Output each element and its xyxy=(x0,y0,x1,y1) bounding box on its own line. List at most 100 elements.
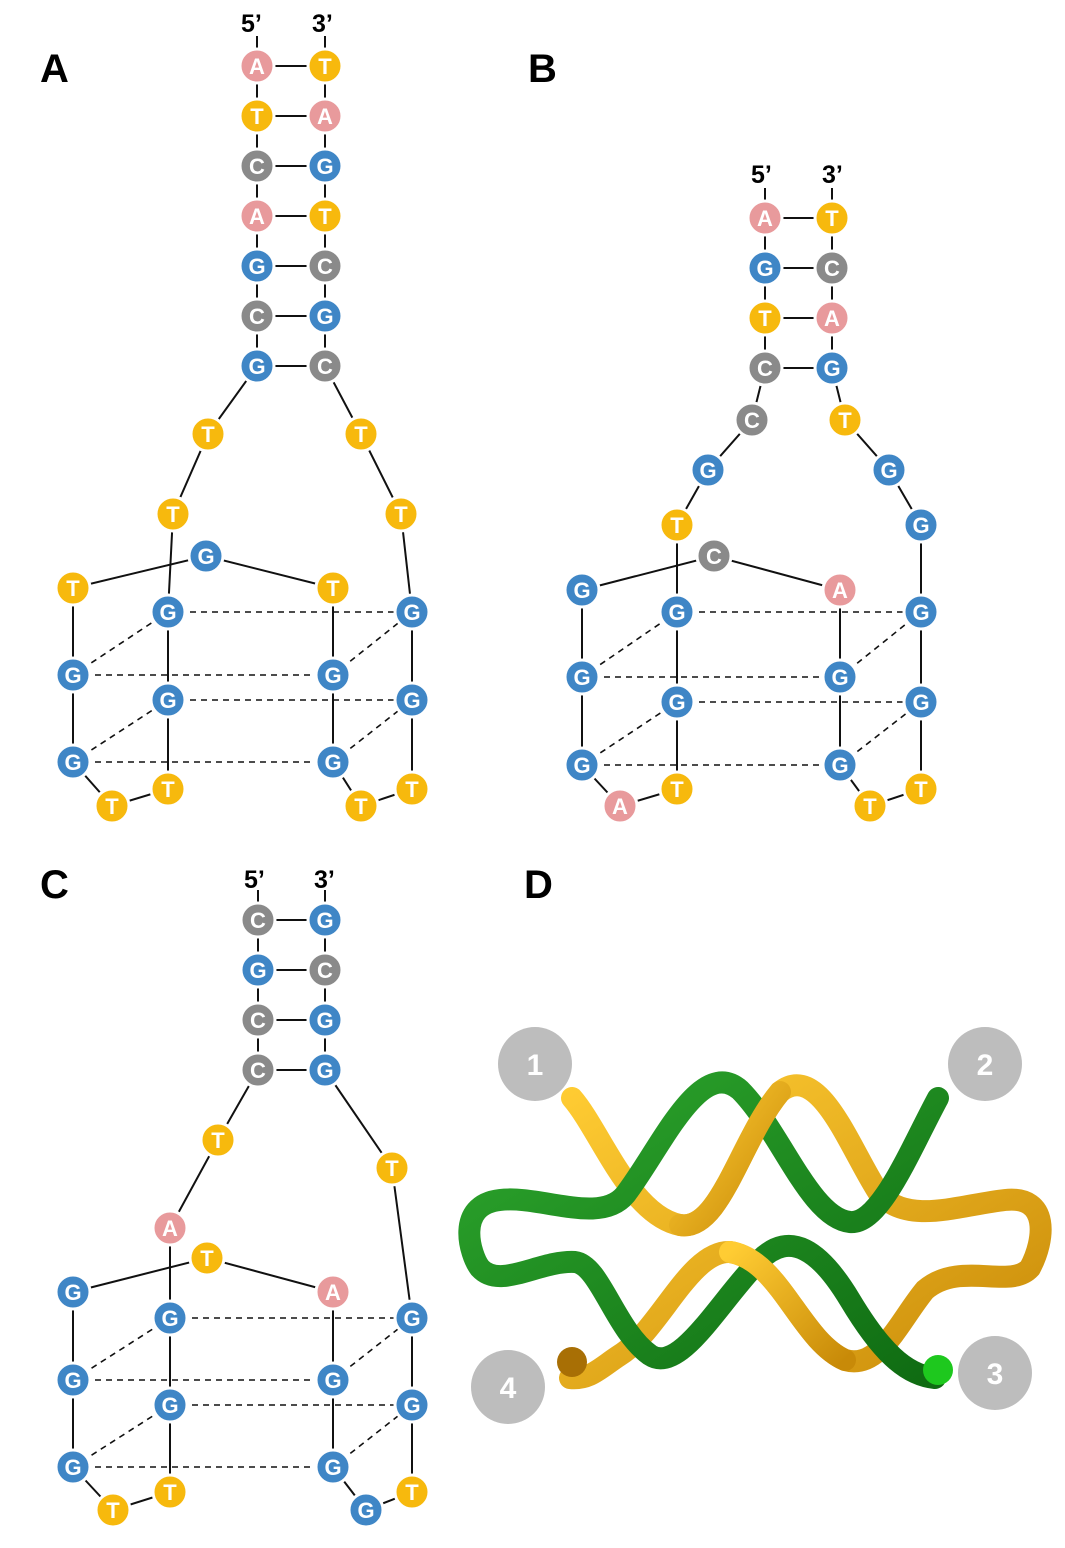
nucleotide-letter: T xyxy=(318,204,332,229)
nucleotide-letter: A xyxy=(162,1216,178,1241)
nucleotide-letter: G xyxy=(316,1058,333,1083)
nucleotide-circle xyxy=(151,1209,189,1247)
marker-1-circle xyxy=(498,1027,572,1101)
nucleotide-circle xyxy=(393,593,431,631)
nucleotide-circle xyxy=(658,770,696,808)
nucleotide-letter: T xyxy=(66,576,80,601)
panel-c-right-linker-nt: T xyxy=(373,1149,411,1187)
marker-3-circle xyxy=(958,1336,1032,1410)
nucleotide-letter: G xyxy=(316,1008,333,1033)
panel-b-stem-right-nt: C xyxy=(813,249,851,287)
panel-c-left-linker-nt: T xyxy=(199,1121,237,1159)
nucleotide-letter: T xyxy=(670,513,684,538)
g-quartet-hydrogen-bonds xyxy=(72,611,922,1468)
nucleotide-circle xyxy=(342,415,380,453)
nucleotide-letter: C xyxy=(757,356,773,381)
nucleotide-circle xyxy=(306,1001,344,1039)
nucleotide-circle xyxy=(151,1386,189,1424)
nucleotide-circle xyxy=(658,683,696,721)
nucleotide-circle xyxy=(54,1273,92,1311)
panel-b-quartet-g: G xyxy=(821,658,859,696)
panel-c-quartet-g: G xyxy=(393,1386,431,1424)
nucleotide-letter: G xyxy=(403,1393,420,1418)
nucleotide-letter: T xyxy=(394,502,408,527)
panel-a-bottom-left-nt: T xyxy=(93,787,131,825)
panel-b-bottom-right-nt: T xyxy=(851,787,889,825)
panel-c-stem-left-nt: C xyxy=(239,1001,277,1039)
nucleotide-letter: G xyxy=(912,690,929,715)
panel-d-strand-model: 1 2 3 4 xyxy=(458,1027,1052,1424)
nucleotide-letter: G xyxy=(573,578,590,603)
nucleotide-letter: A xyxy=(325,1280,341,1305)
nucleotide-letter: A xyxy=(317,104,333,129)
nucleotide-circle xyxy=(746,199,784,237)
nucleotide-letter: G xyxy=(324,1368,341,1393)
nucleotide-letter: C xyxy=(317,354,333,379)
panel-c-quartet-g: G xyxy=(54,1448,92,1486)
panel-c-bottom-left-nt: T xyxy=(94,1491,132,1529)
nucleotide-letter: T xyxy=(318,54,332,79)
panel-a-bottom-right-nt: T xyxy=(342,787,380,825)
panel-b-right-linker-nt: G xyxy=(870,451,908,489)
nucleotide-letter: G xyxy=(64,750,81,775)
panel-b-left-linker-nt: T xyxy=(658,506,696,544)
nucleotide-letter: G xyxy=(161,1306,178,1331)
nucleotide-letter: T xyxy=(405,1480,419,1505)
panel-b-left-linker-nt: G xyxy=(689,451,727,489)
nucleotide-circle xyxy=(851,787,889,825)
panel-b-top-loop-nt: A xyxy=(821,571,859,609)
panel-b-quartet-g: G xyxy=(902,683,940,721)
nucleotide-letter: T xyxy=(385,1156,399,1181)
panel-c-quartet-g: G xyxy=(393,1299,431,1337)
nucleotide-circle xyxy=(151,1473,189,1511)
nucleotide-letter: G xyxy=(668,690,685,715)
nucleotide-circle xyxy=(306,901,344,939)
panel-b-three-prime-label: 3’ xyxy=(822,161,843,189)
nucleotide-letter: G xyxy=(64,663,81,688)
nucleotide-circle xyxy=(54,743,92,781)
panel-c-bottom-right-nt: T xyxy=(393,1473,431,1511)
panel-a-quartet-g: G xyxy=(314,743,352,781)
marker-4-circle xyxy=(471,1350,545,1424)
nucleotide-letter: A xyxy=(832,578,848,603)
panel-a-stem-right-nt: G xyxy=(306,147,344,185)
nucleotide-letter: T xyxy=(106,1498,120,1523)
nucleotide-circle xyxy=(154,495,192,533)
nucleotide-circle xyxy=(151,1299,189,1337)
panel-a-stem-right-nt: T xyxy=(306,197,344,235)
panel-c-quartet-g: G xyxy=(151,1386,189,1424)
nucleotide-letter: G xyxy=(403,1306,420,1331)
nucleotide-circle xyxy=(149,770,187,808)
nucleotide-letter: G xyxy=(403,600,420,625)
panel-c-stem-right-nt: G xyxy=(306,1051,344,1089)
panel-b-quartet-g: G xyxy=(563,746,601,784)
nucleotide-circle xyxy=(188,1239,226,1277)
nucleotide-circle xyxy=(54,569,92,607)
nucleotide-circle xyxy=(342,787,380,825)
nucleotide-letter: G xyxy=(403,688,420,713)
nucleotide-letter: T xyxy=(825,206,839,231)
nucleotide-circle xyxy=(239,951,277,989)
panel-c-bottom-left-nt: T xyxy=(151,1473,189,1511)
panel-a-hoogsteen-bond xyxy=(72,611,169,676)
panel-b-top-loop-nt: C xyxy=(695,537,733,575)
nucleotide-letter: T xyxy=(670,777,684,802)
nucleotide-letter: T xyxy=(200,1246,214,1271)
panel-a-top-loop-nt: T xyxy=(54,569,92,607)
nucleotide-circle xyxy=(902,506,940,544)
nucleotide-letter: G xyxy=(248,354,265,379)
nucleotide-letter: T xyxy=(250,104,264,129)
panel-b-bottom-left-nt: A xyxy=(601,787,639,825)
panel-a-stem-right-nt: T xyxy=(306,47,344,85)
nucleotide-letter: G xyxy=(324,663,341,688)
panel-b-five-prime-label: 5’ xyxy=(751,161,772,189)
nucleotide-letter: G xyxy=(823,356,840,381)
panel-a-quartet-g: G xyxy=(149,593,187,631)
nucleotide-letter: T xyxy=(163,1480,177,1505)
nucleotide-letter: G xyxy=(699,458,716,483)
nucleotide-letter: G xyxy=(64,1455,81,1480)
nucleotide-circle xyxy=(238,147,276,185)
nucleotide-circle xyxy=(314,656,352,694)
nucleotide-circle xyxy=(314,1273,352,1311)
